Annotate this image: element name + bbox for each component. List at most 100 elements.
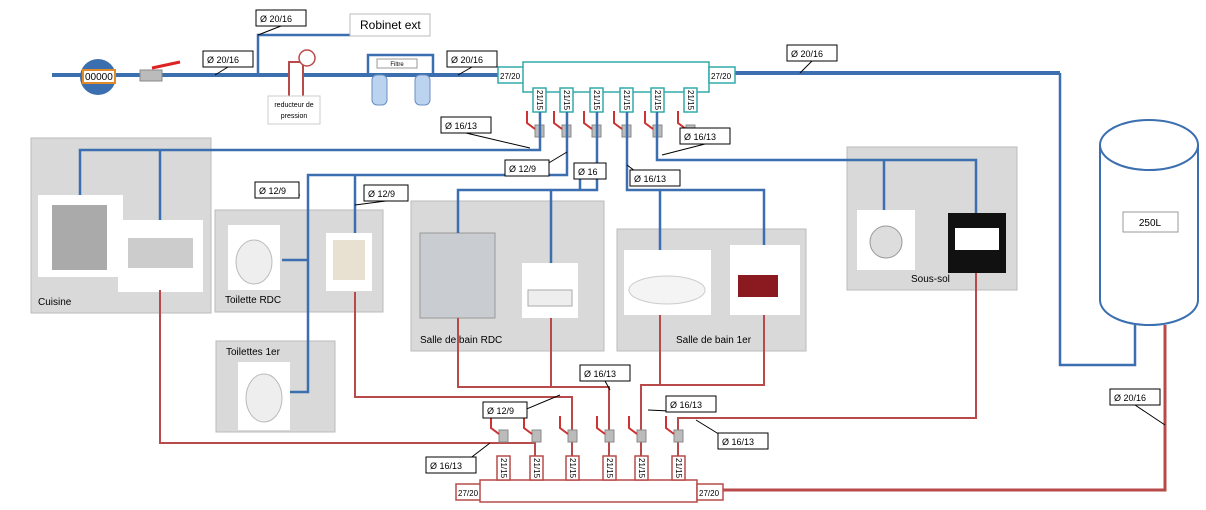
- pipe-labels: Ø 20/16 Ø 20/16 Ø 20/16 Ø 20/16 Ø 20/16 Ø 16/…: [202, 9, 1166, 474]
- svg-text:Ø 12/9: Ø 12/9: [368, 189, 395, 199]
- svg-text:Ø 12/9: Ø 12/9: [259, 186, 286, 196]
- svg-text:Ø 16/13: Ø 16/13: [430, 461, 462, 471]
- svg-text:Ø 16/13: Ø 16/13: [584, 369, 616, 379]
- svg-text:21/15: 21/15: [532, 458, 541, 479]
- water-meter: 00000: [80, 59, 116, 95]
- room-label: Toilettes 1er: [226, 347, 281, 358]
- pipe-diameter-label: Ø 16/13: [425, 442, 491, 474]
- svg-text:21/15: 21/15: [605, 458, 614, 479]
- room-sdb-rdc: Salle de bain RDC: [410, 200, 605, 352]
- shutoff-valve-icon[interactable]: [613, 111, 632, 138]
- sink-icon: [128, 238, 193, 268]
- pipe-diameter-label: Ø 16/13: [661, 127, 731, 156]
- svg-text:Ø 12/9: Ø 12/9: [509, 164, 536, 174]
- room-toilettes-1er: Toilettes 1er: [215, 340, 336, 433]
- svg-text:21/15: 21/15: [637, 458, 646, 479]
- pipe-diameter-label: Ø 16/13: [647, 395, 717, 413]
- robinet-ext-box: [349, 13, 431, 37]
- pipe-diameter-label: Ø 20/16: [446, 50, 498, 76]
- svg-text:21/15: 21/15: [674, 458, 683, 479]
- svg-text:reducteur de: reducteur de: [274, 102, 313, 109]
- svg-text:Ø 20/16: Ø 20/16: [791, 49, 823, 59]
- room-label: Sous-sol: [911, 274, 950, 285]
- pipe-diameter-label: Ø 16/13: [579, 364, 631, 391]
- svg-text:21/15: 21/15: [686, 90, 695, 111]
- shower-image: [419, 232, 496, 319]
- outlet-port: 21/15: [671, 455, 686, 481]
- svg-text:Ø 20/16: Ø 20/16: [451, 55, 483, 65]
- pipe-diameter-label: Ø 20/16: [202, 50, 254, 76]
- shutoff-valve-icon[interactable]: [644, 111, 663, 138]
- outlet-port: 21/15: [565, 455, 580, 481]
- outlet-port: 21/15: [559, 87, 574, 113]
- svg-text:Ø 16/13: Ø 16/13: [445, 121, 477, 131]
- svg-text:pression: pression: [281, 113, 308, 120]
- svg-text:27/20: 27/20: [458, 489, 479, 498]
- shutoff-valve-icon[interactable]: [490, 416, 509, 443]
- pipe-diameter-label: Ø 16: [573, 162, 607, 180]
- robinet-ext-label: Robinet ext: [360, 18, 421, 32]
- pipe-diameter-label: Ø 16/13: [440, 116, 531, 149]
- svg-text:Ø 20/16: Ø 20/16: [1114, 393, 1146, 403]
- shutoff-valve-icon[interactable]: [553, 111, 572, 138]
- svg-text:27/20: 27/20: [500, 72, 521, 81]
- room-sdb-1er: Salle de bain 1er: [616, 228, 807, 352]
- gauge-icon: [298, 49, 316, 67]
- room-cuisine: Cuisine: [30, 137, 212, 314]
- shutoff-valve-icon[interactable]: [559, 416, 578, 443]
- outlet-port: 21/15: [602, 455, 617, 481]
- svg-text:27/20: 27/20: [711, 72, 732, 81]
- pipe-diameter-label: Ø 20/16: [255, 9, 307, 36]
- shutoff-valve-icon[interactable]: [523, 416, 542, 443]
- room-label: Cuisine: [38, 297, 72, 308]
- water-heater-tank: 250L: [1099, 119, 1199, 326]
- shutoff-valve-icon[interactable]: [526, 111, 545, 138]
- shutoff-valve-icon[interactable]: [596, 416, 615, 443]
- room-label: Toilette RDC: [225, 295, 281, 306]
- pipe-diameter-label: Ø 12/9: [482, 394, 561, 419]
- svg-text:21/15: 21/15: [622, 90, 631, 111]
- svg-text:Ø 20/16: Ø 20/16: [207, 55, 239, 65]
- svg-text:27/20: 27/20: [699, 489, 720, 498]
- filter: Filtre: [366, 53, 435, 106]
- cold-manifold: 27/20 27/20 21/15 21/15 21/15 21/15 21/15 21/…: [497, 61, 736, 138]
- svg-text:Ø 16/13: Ø 16/13: [722, 437, 754, 447]
- outlet-port: 21/15: [529, 455, 544, 481]
- outlet-port: 21/15: [532, 87, 547, 113]
- svg-text:Ø 16/13: Ø 16/13: [634, 174, 666, 184]
- hot-manifold: 27/20 27/20 21/15 21/15 21/15 21/15 21/15 21/…: [455, 416, 724, 503]
- tank-capacity: 250L: [1139, 218, 1162, 229]
- pressure-reducer: reducteur de pression: [267, 49, 321, 125]
- pipe-diameter-label: Ø 12/9: [354, 184, 409, 206]
- meter-reading: 00000: [85, 72, 113, 83]
- svg-text:21/15: 21/15: [535, 90, 544, 111]
- outlet-port: 21/15: [589, 87, 604, 113]
- pipe-diameter-label: Ø 12/9: [254, 181, 301, 199]
- svg-text:Ø 16: Ø 16: [578, 167, 598, 177]
- dishwasher-icon: [52, 205, 107, 270]
- svg-text:Ø 12/9: Ø 12/9: [487, 406, 514, 416]
- shutoff-valve-icon[interactable]: [665, 416, 684, 443]
- outlet-port: 21/15: [634, 455, 649, 481]
- outlet-port: 21/15: [683, 87, 698, 113]
- svg-text:Filtre: Filtre: [390, 62, 404, 68]
- pipe-diameter-label: Ø 16/13: [626, 164, 681, 187]
- svg-text:21/15: 21/15: [568, 458, 577, 479]
- outlet-port: 21/15: [650, 87, 665, 113]
- pipe-diameter-label: Ø 12/9: [504, 151, 568, 177]
- cold-distribution: [78, 112, 978, 394]
- room-label: Salle de bain RDC: [420, 335, 502, 346]
- svg-text:Ø 20/16: Ø 20/16: [260, 14, 292, 24]
- svg-text:21/15: 21/15: [562, 90, 571, 111]
- pipe-diameter-label: Ø 16/13: [695, 419, 769, 450]
- shutoff-valve-icon[interactable]: [583, 111, 602, 138]
- svg-text:21/15: 21/15: [592, 90, 601, 111]
- pipe-diameter-label: Ø 20/16: [786, 44, 838, 74]
- room-sous-sol: Sous-sol: [846, 146, 1018, 291]
- svg-text:21/15: 21/15: [653, 90, 662, 111]
- shutoff-valve-icon[interactable]: [628, 416, 647, 443]
- outlet-port: 21/15: [619, 87, 634, 113]
- ball-valve-icon[interactable]: [139, 60, 181, 82]
- svg-text:21/15: 21/15: [499, 458, 508, 479]
